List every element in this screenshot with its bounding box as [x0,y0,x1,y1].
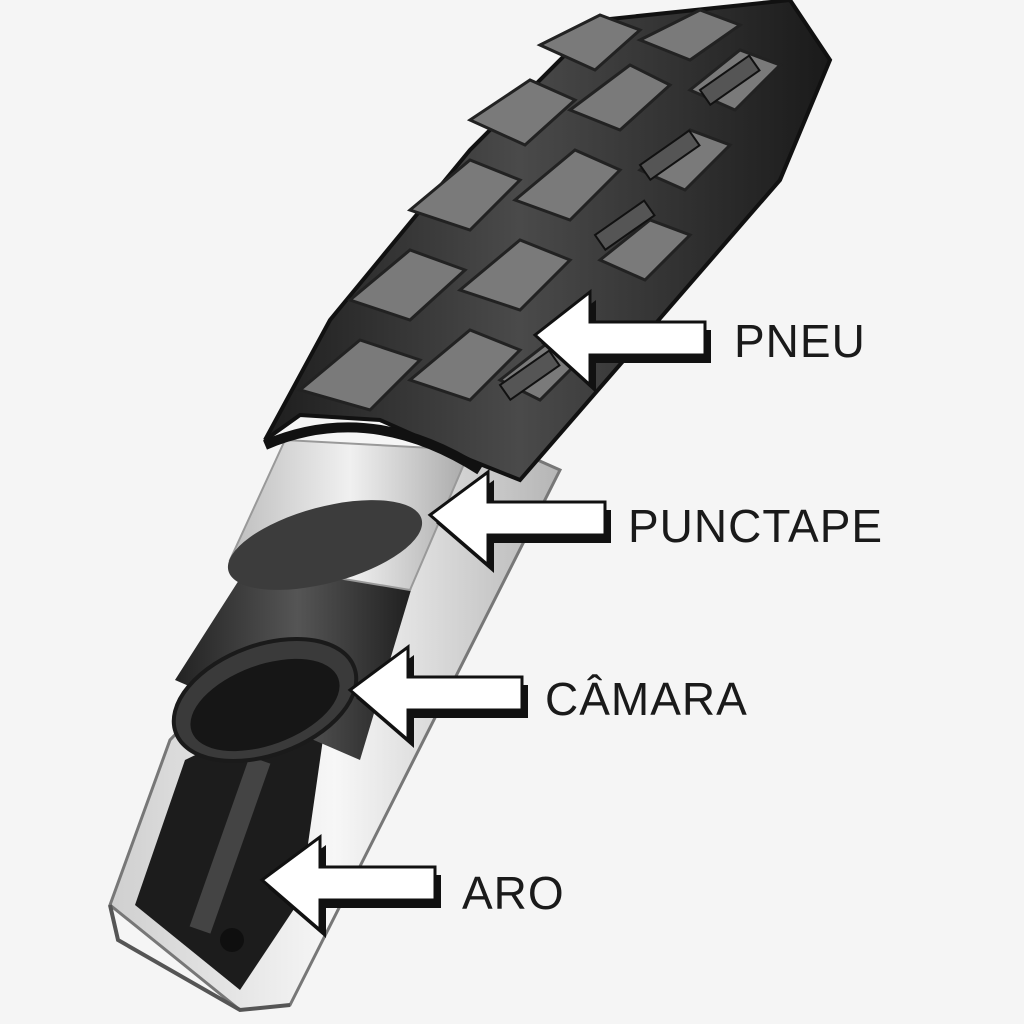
arrow-pneu-icon [532,288,711,393]
punctape-layer [227,438,472,592]
label-aro: ARO [462,867,565,919]
arrow-punctape-icon [427,469,611,573]
tire-layer [263,0,833,483]
arrow-camara-icon [347,644,528,748]
arrow-aro-icon [259,834,441,938]
label-punctape: PUNCTAPE [628,500,884,552]
inner-tube-layer [171,555,420,764]
label-pneu: PNEU [734,315,866,367]
label-camara: CÂMARA [545,673,748,725]
